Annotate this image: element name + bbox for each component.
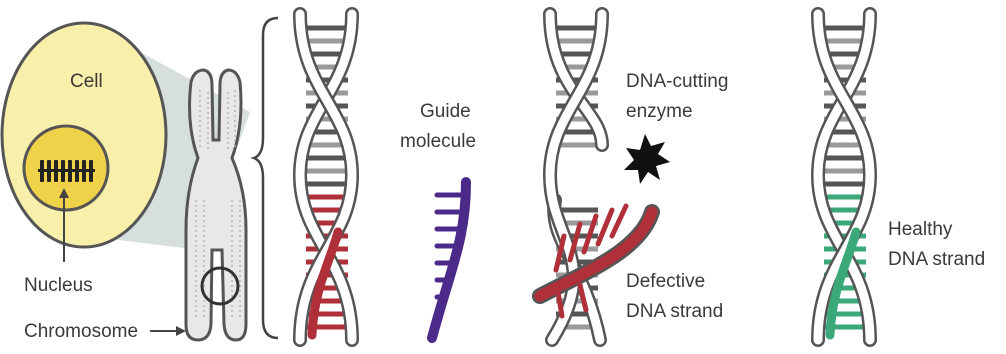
label-guide-1: Guide [420, 100, 471, 123]
label-defective-2: DNA strand [626, 300, 723, 323]
chromosome-arrow [150, 326, 186, 336]
label-guide-2: molecule [400, 130, 476, 153]
label-cell: Cell [70, 70, 103, 93]
label-nucleus: Nucleus [24, 274, 93, 297]
curly-brace [254, 18, 278, 338]
label-enzyme-2: enzyme [626, 100, 693, 123]
label-chromosome: Chromosome [24, 320, 138, 343]
helix-defective-region [300, 14, 352, 340]
label-healthy-2: DNA strand [888, 248, 985, 271]
label-enzyme-1: DNA-cutting [626, 70, 728, 93]
helix-healthy [818, 14, 870, 340]
label-defective-1: Defective [626, 270, 705, 293]
enzyme-starburst-icon [624, 134, 670, 184]
label-healthy-1: Healthy [888, 218, 952, 241]
guide-molecule [432, 182, 466, 338]
